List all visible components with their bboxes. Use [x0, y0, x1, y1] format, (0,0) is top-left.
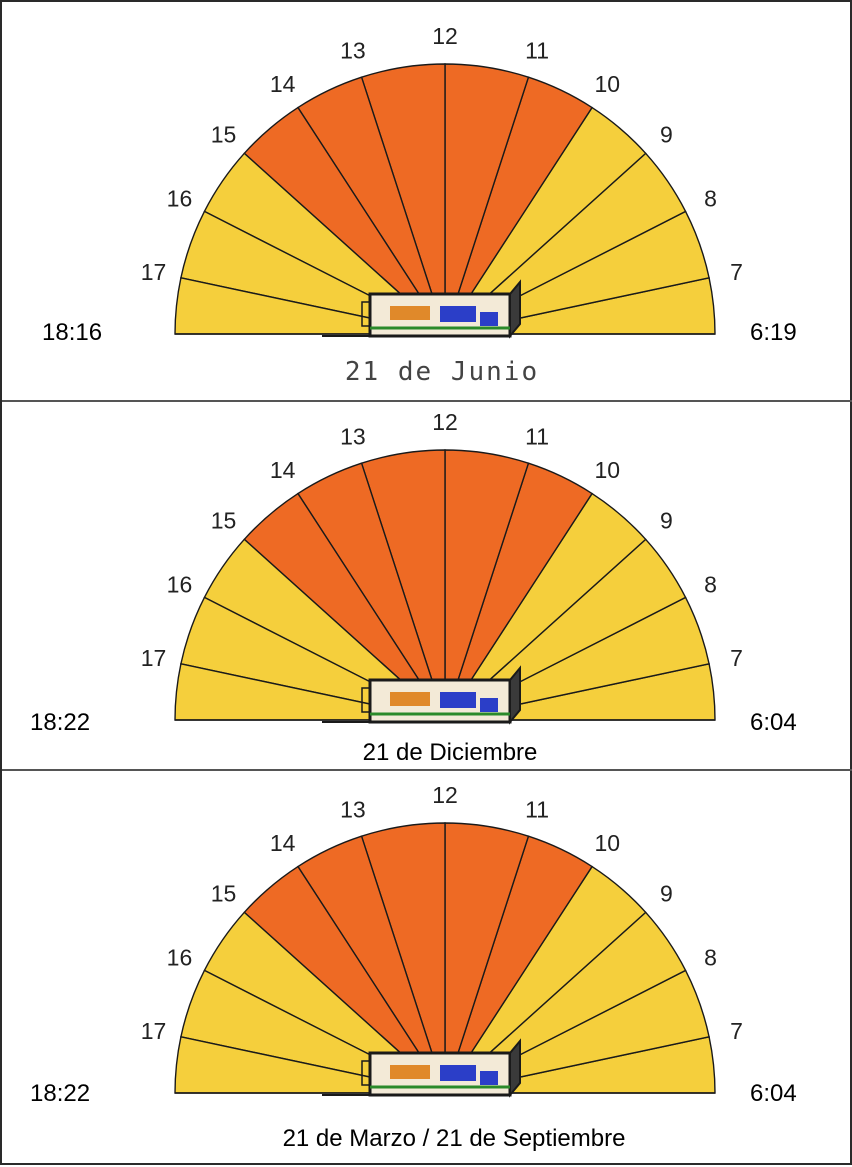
house-side — [509, 1038, 521, 1098]
house-room-orange — [390, 306, 430, 320]
hour-label-11: 11 — [525, 38, 549, 64]
house-room-orange — [390, 692, 430, 706]
hour-label-10: 10 — [595, 830, 621, 856]
hour-label-14: 14 — [270, 71, 296, 97]
house-plan-icon — [322, 279, 521, 339]
house-room-orange — [390, 1065, 430, 1079]
house-door — [361, 687, 371, 713]
house-door — [361, 301, 371, 327]
house-room-blue — [480, 312, 498, 326]
house-room-blue — [480, 1071, 498, 1085]
house-room-blue — [440, 1065, 476, 1081]
hour-label-13: 13 — [340, 424, 366, 450]
house-room-blue — [440, 306, 476, 322]
hour-label-11: 11 — [525, 797, 549, 823]
panel-divider — [2, 400, 852, 402]
hour-label-9: 9 — [660, 122, 673, 148]
hour-label-17: 17 — [141, 259, 167, 285]
hour-label-14: 14 — [270, 457, 296, 483]
hour-label-8: 8 — [704, 186, 717, 212]
date-label: 21 de Diciembre — [363, 739, 538, 766]
hour-label-12: 12 — [432, 23, 458, 49]
hour-label-7: 7 — [730, 1018, 743, 1044]
date-label: 21 de Marzo / 21 de Septiembre — [283, 1125, 626, 1152]
hour-labels: 7 8 9 10 11 12 13 14 15 16 17 — [141, 782, 743, 1044]
hour-label-7: 7 — [730, 645, 743, 671]
hour-label-12: 12 — [432, 409, 458, 435]
sun-path-december: 7 8 9 10 11 12 13 14 15 16 17 18:22 6:04 21 de Dic… — [30, 409, 797, 766]
hour-label-16: 16 — [167, 945, 193, 971]
house-plan-icon — [322, 1038, 521, 1098]
hour-label-17: 17 — [141, 1018, 167, 1044]
sunrise-time: 6:04 — [750, 1080, 797, 1107]
hour-label-11: 11 — [525, 424, 549, 450]
panel-december: 7 8 9 10 11 12 13 14 15 16 17 18:22 6:04 21 de Dic… — [2, 402, 852, 770]
hour-labels: 7 8 9 10 11 12 13 14 15 16 17 — [141, 23, 743, 285]
hour-label-7: 7 — [730, 259, 743, 285]
sun-path-equinox: 7 8 9 10 11 12 13 14 15 16 17 18:22 6:04 21 de Mar… — [30, 782, 797, 1152]
panel-equinox: 7 8 9 10 11 12 13 14 15 16 17 18:22 6:04 21 de Mar… — [2, 771, 852, 1167]
hour-label-16: 16 — [167, 572, 193, 598]
hour-label-15: 15 — [211, 508, 237, 534]
house-door — [361, 1060, 371, 1086]
house-room-blue — [480, 698, 498, 712]
hour-label-9: 9 — [660, 881, 673, 907]
hour-label-15: 15 — [211, 122, 237, 148]
house-side — [509, 665, 521, 725]
hour-sectors — [174, 449, 716, 721]
sunset-time: 18:22 — [30, 1080, 90, 1107]
sunset-time: 18:16 — [42, 319, 102, 346]
panel-june: 7 8 9 10 11 12 13 14 15 16 17 18:16 6:19 21 de Jun… — [2, 2, 852, 402]
date-label: 21 de Junio — [345, 357, 539, 387]
sun-path-june: 7 8 9 10 11 12 13 14 15 16 17 18:16 6:19 21 de Jun… — [42, 23, 797, 387]
hour-label-10: 10 — [595, 457, 621, 483]
hour-label-16: 16 — [167, 186, 193, 212]
house-plan-icon — [322, 665, 521, 725]
hour-label-8: 8 — [704, 945, 717, 971]
panel-divider — [2, 769, 852, 771]
house-side — [509, 279, 521, 339]
hour-label-14: 14 — [270, 830, 296, 856]
sunset-time: 18:22 — [30, 709, 90, 736]
hour-label-10: 10 — [595, 71, 621, 97]
hour-label-15: 15 — [211, 881, 237, 907]
hour-labels: 7 8 9 10 11 12 13 14 15 16 17 — [141, 409, 743, 671]
hour-label-9: 9 — [660, 508, 673, 534]
sunrise-time: 6:19 — [750, 319, 797, 346]
hour-label-13: 13 — [340, 797, 366, 823]
sunrise-time: 6:04 — [750, 709, 797, 736]
hour-label-12: 12 — [432, 782, 458, 808]
hour-label-8: 8 — [704, 572, 717, 598]
house-room-blue — [440, 692, 476, 708]
hour-label-17: 17 — [141, 645, 167, 671]
hour-label-13: 13 — [340, 38, 366, 64]
